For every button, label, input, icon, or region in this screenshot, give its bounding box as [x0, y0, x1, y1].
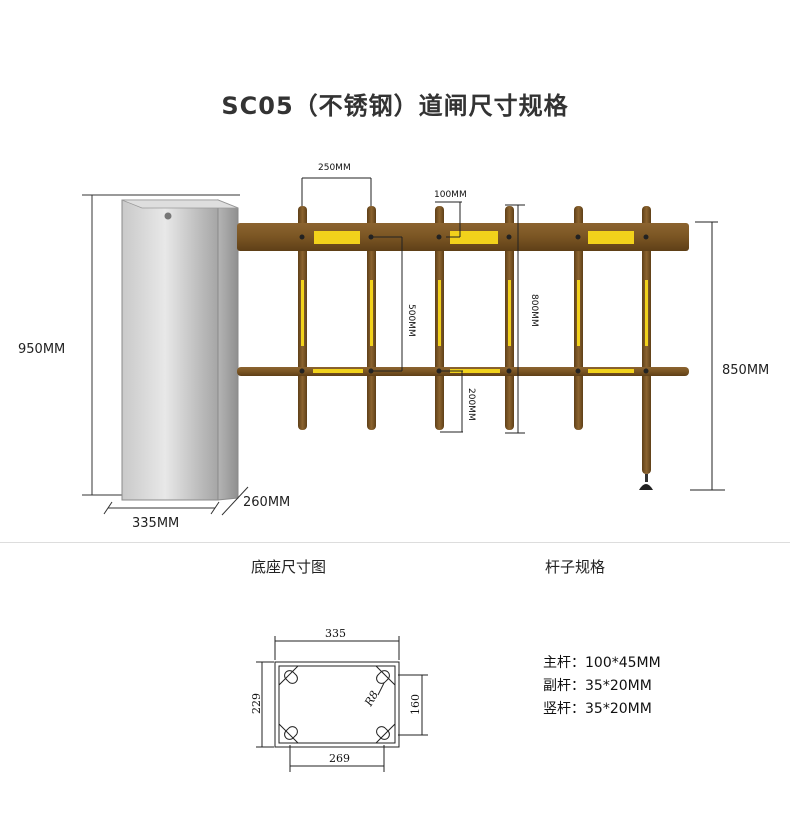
base-dimension-lines [103, 486, 249, 516]
base-section-title: 底座尺寸图 [251, 558, 327, 576]
height-dimension-line [82, 194, 240, 496]
page-title: SC05（不锈钢）道闸尺寸规格 [221, 92, 569, 120]
spec-row: 副杆： 35*20MM [543, 675, 661, 698]
width-label: 335MM [132, 516, 180, 531]
base-plate-drawing [256, 636, 428, 772]
pole-section-title: 杆子规格 [545, 558, 606, 576]
vertical-height-label: 800MM [529, 294, 539, 327]
bar-gap-label: 500MM [406, 304, 416, 337]
pole-spec-list: 主杆： 100*45MM 副杆： 35*20MM 竖杆： 35*20MM [543, 652, 661, 721]
arm-height-label: 850MM [722, 363, 770, 378]
base-bottom-dim: 269 [329, 752, 350, 765]
spec-row: 竖杆： 35*20MM [543, 698, 661, 721]
spec-value: 100*45MM [585, 655, 661, 671]
spec-label: 竖杆： [543, 701, 585, 717]
base-top-dim: 335 [325, 627, 346, 640]
main-width-label: 100MM [434, 190, 467, 200]
spec-label: 主杆： [543, 655, 585, 671]
arm-dimension-lines [301, 177, 725, 491]
base-left-dim: 229 [250, 693, 263, 714]
spec-label: 副杆： [543, 678, 585, 694]
spacing-label: 250MM [318, 163, 351, 173]
spec-value: 35*20MM [585, 701, 652, 717]
base-right-dim: 160 [409, 694, 422, 715]
gate-cabinet [121, 199, 239, 501]
height-label: 950MM [18, 342, 66, 357]
depth-label: 260MM [243, 495, 291, 510]
barrier-arm [237, 206, 689, 490]
section-divider [0, 542, 790, 543]
bottom-ext-label: 200MM [466, 388, 476, 421]
spec-value: 35*20MM [585, 678, 652, 694]
spec-row: 主杆： 100*45MM [543, 652, 661, 675]
